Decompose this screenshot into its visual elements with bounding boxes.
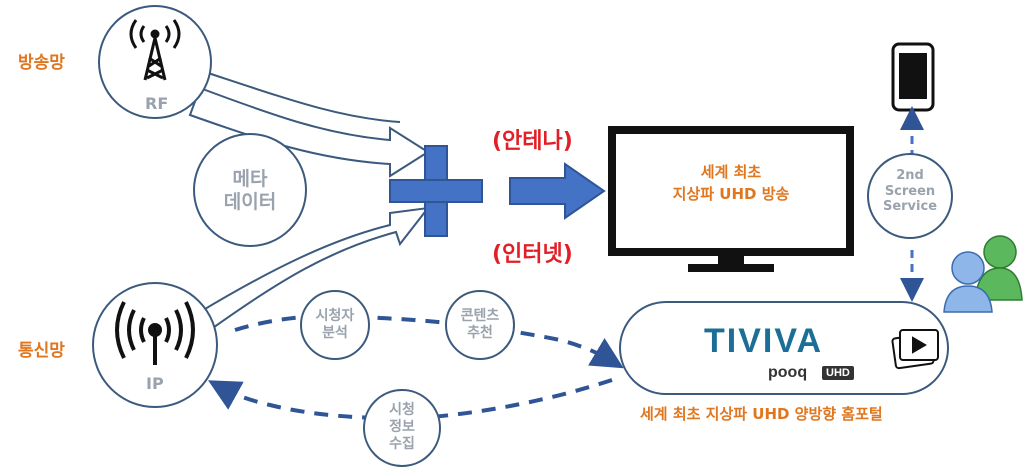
viewing-analysis-line1: 시청자 bbox=[315, 308, 355, 324]
viewing-info-text: 시청 정보 수집 bbox=[368, 402, 436, 452]
dash-analysis-to-portal bbox=[234, 313, 624, 369]
viewing-analysis-line2: 분석 bbox=[322, 324, 348, 341]
metadata-line2: 데이터 bbox=[223, 190, 277, 213]
tv-caption-line2: 지상파 UHD 방송 bbox=[672, 184, 790, 203]
viewing-info-line1: 시청 bbox=[389, 402, 415, 418]
content-recommend-line1: 콘텐츠 bbox=[460, 308, 500, 324]
content-recommend-text: 콘텐츠 추천 bbox=[446, 308, 514, 342]
metadata-line1: 메타 bbox=[232, 168, 268, 190]
ip-label: IP bbox=[146, 374, 164, 393]
users-icon bbox=[943, 235, 1023, 313]
tv-base bbox=[688, 264, 774, 272]
rf-band-arrow-2 bbox=[204, 71, 401, 123]
portal-caption: 세계 최초 지상파 UHD 양방향 홈포털 bbox=[640, 405, 883, 423]
to-tv-arrow bbox=[509, 162, 606, 220]
second-screen-line1: 2nd bbox=[896, 168, 924, 183]
second-screen-line2: Screen bbox=[884, 183, 936, 199]
tv-screen bbox=[608, 126, 854, 256]
wifi-antenna-icon bbox=[115, 301, 195, 365]
broadcast-network-label: 방송망 bbox=[18, 53, 65, 73]
second-screen-node bbox=[867, 153, 953, 239]
internet-label: (인터넷) bbox=[492, 242, 573, 267]
tv-caption-line1: 세계 최초 bbox=[700, 163, 762, 181]
viewing-analysis-node bbox=[300, 290, 370, 360]
rf-label: RF bbox=[145, 94, 169, 113]
plus-combine-icon bbox=[389, 145, 483, 237]
viewing-analysis-text: 시청자 분석 bbox=[301, 308, 369, 342]
second-screen-line3: Service bbox=[882, 199, 938, 215]
tiviva-logo: TIVIVA bbox=[704, 322, 824, 360]
content-recommend-line2: 추천 bbox=[467, 324, 493, 341]
second-screen-text: 2nd Screen Service bbox=[870, 168, 950, 215]
video-card-icon bbox=[891, 329, 939, 370]
ip-band-arrow bbox=[198, 206, 431, 332]
smartphone-icon bbox=[891, 42, 935, 112]
tv-caption: 세계 최초 지상파 UHD 방송 bbox=[620, 162, 842, 206]
uhd-badge: UHD bbox=[822, 366, 854, 380]
viewing-info-line2: 정보 bbox=[389, 418, 415, 435]
metadata-node bbox=[193, 133, 307, 247]
radio-tower-icon bbox=[129, 19, 181, 81]
viewing-info-line3: 수집 bbox=[389, 435, 415, 452]
metadata-text: 메타 데이터 bbox=[210, 168, 290, 214]
tv-stand bbox=[718, 252, 744, 266]
telecom-network-label: 통신망 bbox=[18, 341, 65, 361]
content-recommend-node bbox=[445, 290, 515, 360]
dash-portal-to-ip bbox=[208, 378, 613, 421]
pooq-logo: pooq bbox=[768, 364, 808, 381]
antenna-label: (안테나) bbox=[492, 129, 573, 154]
viewing-info-node bbox=[363, 389, 441, 467]
